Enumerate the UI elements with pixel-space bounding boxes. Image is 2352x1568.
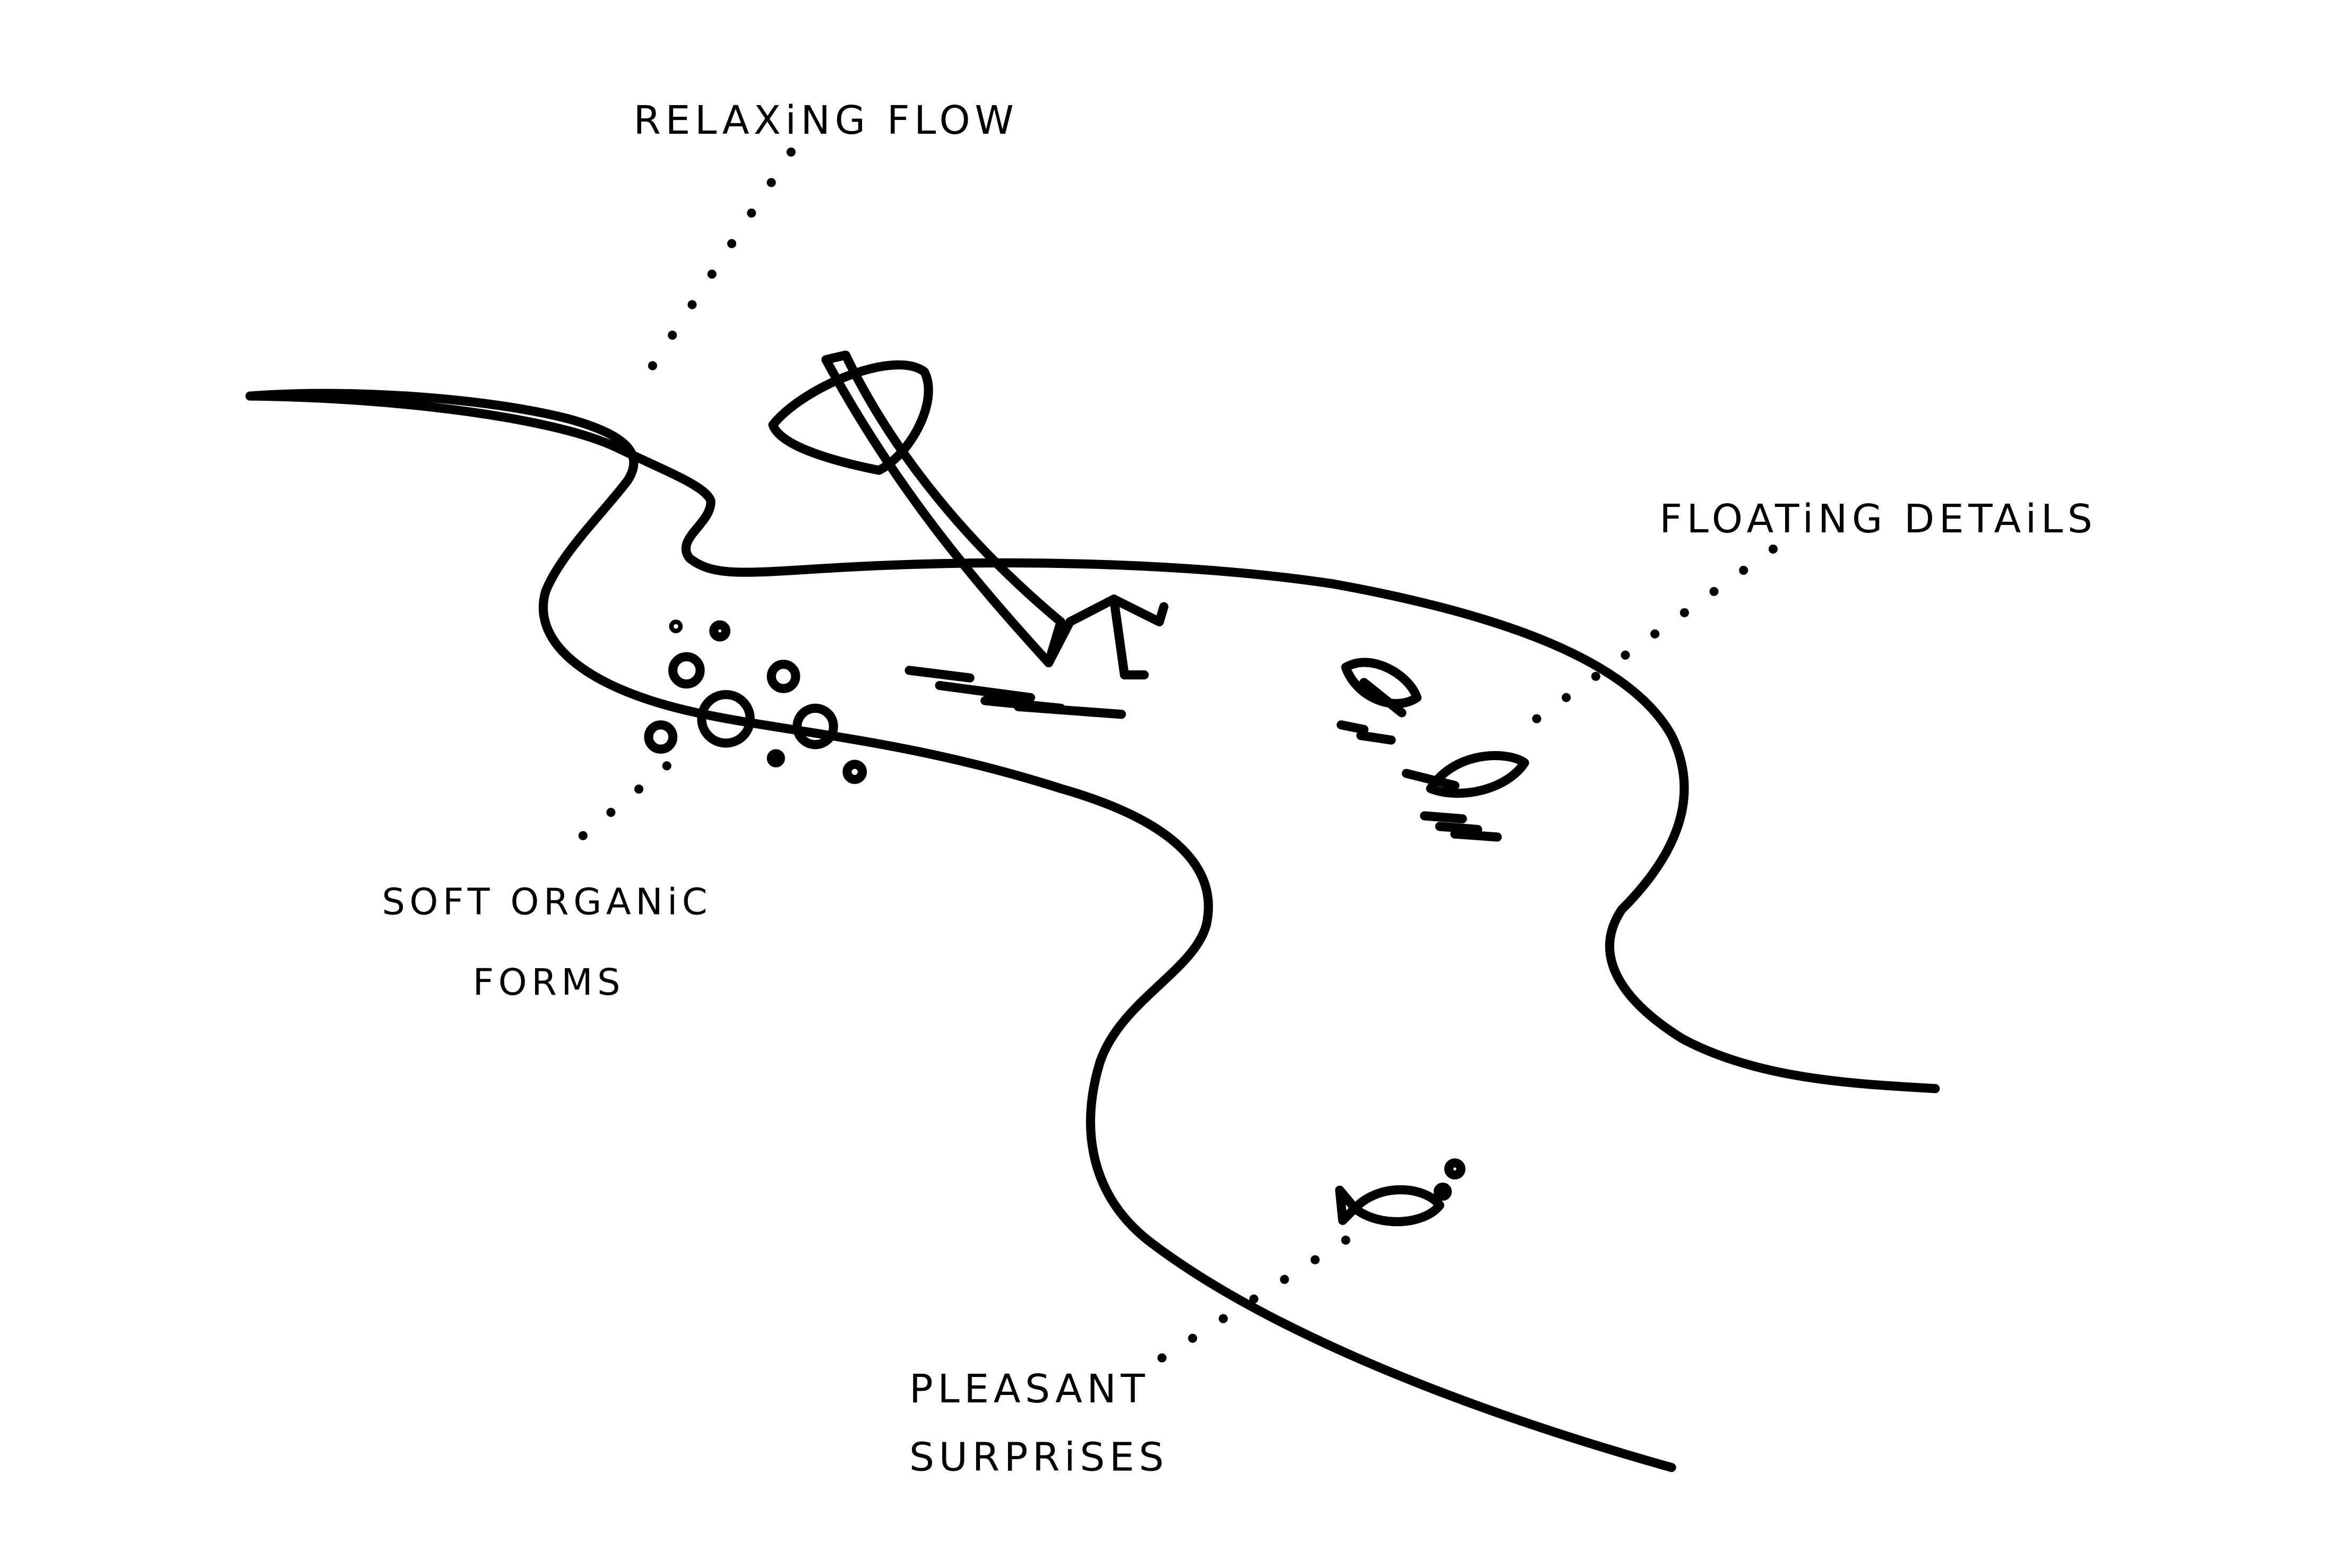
leader-soft-organic bbox=[553, 761, 671, 861]
label-soft-organic-line1: SOFT ORGANiC bbox=[382, 881, 712, 924]
leaf-icon-upper bbox=[1337, 658, 1422, 745]
label-floating-details: FLOATiNG DETAiLS bbox=[1659, 496, 2097, 542]
leaf-icon-lower bbox=[1401, 751, 1529, 842]
bubbles-icon bbox=[644, 619, 867, 785]
label-pleasant-line1: PLEASANT bbox=[909, 1366, 1149, 1412]
label-pleasant-line2: SURPRiSES bbox=[909, 1434, 1168, 1480]
label-relaxing-flow: RELAXiNG FLOW bbox=[633, 97, 1018, 143]
leader-relaxing-flow bbox=[644, 147, 796, 376]
label-soft-organic-line2: FORMS bbox=[473, 961, 625, 1004]
fish-icon bbox=[1335, 1158, 1466, 1226]
paper-boat-icon bbox=[768, 350, 1169, 719]
river-lower-bank bbox=[245, 391, 1940, 1093]
leader-pleasant bbox=[1147, 1235, 1350, 1369]
